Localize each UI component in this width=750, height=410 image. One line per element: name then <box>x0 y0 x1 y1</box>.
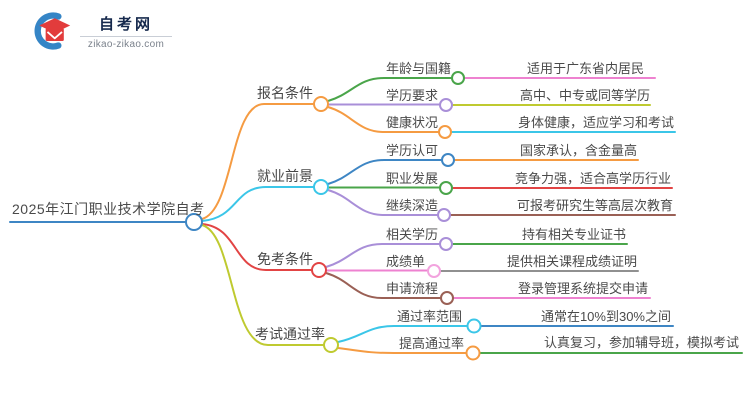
subtopic-circle-education-requirement <box>439 98 453 112</box>
root-node-circle <box>185 213 203 231</box>
logo-text-block: 自考网 zikao-zikao.com <box>80 13 172 50</box>
branch-exemption-conditions: 免考条件 <box>257 251 313 267</box>
leaf-age-nationality-value: 适用于广东省内居民 <box>526 61 644 76</box>
subtopic-career-development: 职业发展 <box>386 171 439 186</box>
connector-root-employment <box>201 186 315 222</box>
leaf-related-degree-value: 持有相关专业证书 <box>521 227 626 242</box>
connector-root-registration <box>201 103 315 220</box>
branch-registration-conditions: 报名条件 <box>257 85 313 101</box>
subtopic-circle-improve-passrate <box>465 345 481 361</box>
connector-root-passrate <box>201 224 325 346</box>
subtopic-circle-passrate-range <box>466 318 482 334</box>
logo-site-name: 自考网 <box>80 13 172 37</box>
subtopic-passrate-range: 通过率范围 <box>397 309 463 324</box>
subtopic-further-education: 继续深造 <box>386 198 439 213</box>
connector-application-process <box>325 272 442 299</box>
connector-further-education <box>327 189 439 216</box>
leaf-transcript-value: 提供相关课程成绩证明 <box>506 254 637 269</box>
connector-age-nationality <box>327 77 453 102</box>
subtopic-improve-passrate: 提高通过率 <box>399 336 465 351</box>
subtopic-transcript: 成绩单 <box>386 254 426 269</box>
site-logo: 自考网 zikao-zikao.com <box>30 11 172 51</box>
branch-circle-exemption <box>311 262 327 278</box>
subtopic-related-degree: 相关学历 <box>386 227 439 242</box>
leaf-health-status-value: 身体健康，适应学习和考试 <box>517 115 674 130</box>
connector-passrate-range <box>337 325 468 343</box>
branch-exam-pass-rate: 考试通过率 <box>255 326 325 342</box>
leaf-degree-recognition-value: 国家承认，含金量高 <box>519 143 637 158</box>
logo-site-url: zikao-zikao.com <box>87 38 165 50</box>
subtopic-circle-transcript <box>427 264 441 278</box>
subtopic-circle-career-development <box>439 181 453 195</box>
leaf-passrate-range-value: 通常在10%到30%之间 <box>540 309 671 324</box>
connector-degree-recognition <box>327 159 443 185</box>
subtopic-circle-age-nationality <box>451 71 465 85</box>
subtopic-education-requirement: 学历要求 <box>386 88 439 103</box>
connector-health-status <box>327 106 440 133</box>
subtopic-circle-health-status <box>438 125 452 139</box>
branch-circle-passrate <box>323 337 339 353</box>
connector-root-exemption <box>201 223 313 271</box>
subtopic-health-status: 健康状况 <box>386 115 439 130</box>
connector-related-degree <box>325 243 441 268</box>
leaf-career-development-value: 竞争力强，适合高学历行业 <box>514 171 671 186</box>
subtopic-circle-application-process <box>440 291 454 305</box>
branch-circle-registration <box>313 96 329 112</box>
leaf-further-education-value: 可报考研究生等高层次教育 <box>516 198 673 213</box>
branch-employment-prospects: 就业前景 <box>257 168 313 184</box>
subtopic-application-process: 申请流程 <box>386 281 439 296</box>
subtopic-circle-related-degree <box>439 237 453 251</box>
leaf-application-process-value: 登录管理系统提交申请 <box>517 281 648 296</box>
root-node-label: 2025年江门职业技术学院自考 <box>12 201 205 217</box>
leaf-education-requirement-value: 高中、中专或同等学历 <box>519 88 650 103</box>
subtopic-circle-further-education <box>437 208 451 222</box>
subtopic-circle-degree-recognition <box>441 153 455 167</box>
subtopic-age-nationality: 年龄与国籍 <box>386 61 452 76</box>
connector-improve-passrate <box>337 347 467 354</box>
subtopic-degree-recognition: 学历认可 <box>386 143 439 158</box>
graduation-cap-logo-icon <box>34 12 71 50</box>
branch-circle-employment <box>313 179 329 195</box>
leaf-improve-passrate-value: 认真复习，参加辅导班，模拟考试 <box>543 335 739 350</box>
